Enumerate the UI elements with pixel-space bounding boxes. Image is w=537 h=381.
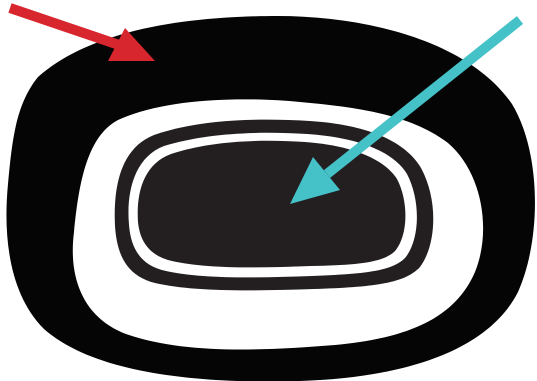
red-arrow-shaft bbox=[10, 8, 122, 46]
central-dark-core-shape bbox=[138, 141, 406, 268]
